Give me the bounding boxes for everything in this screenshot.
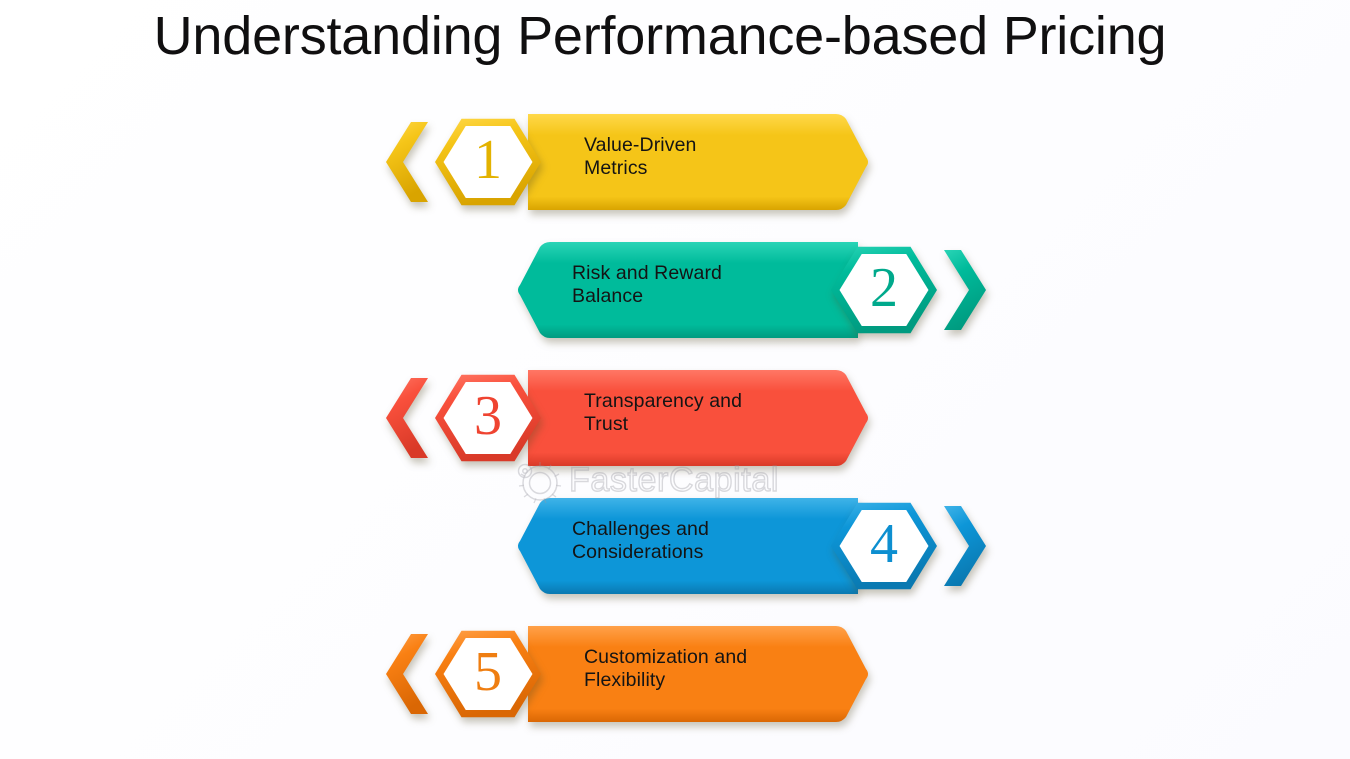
step-label: Customization and Flexibility [584, 646, 748, 691]
step-number-badge: 5 [434, 620, 542, 728]
step-label: Risk and Reward Balance [572, 262, 722, 307]
step-number-badge: 4 [830, 492, 938, 600]
step-banner [528, 626, 870, 722]
process-step-4[interactable]: 4 Challenges and Considerations [516, 492, 1000, 600]
step-label: Challenges and Considerations [572, 518, 709, 563]
page-title: Understanding Performance-based Pricing [153, 6, 1167, 66]
step-number-badge: 1 [434, 108, 542, 216]
step-banner [516, 498, 858, 594]
step-banner [528, 370, 870, 466]
step-banner [516, 242, 858, 338]
process-step-5[interactable]: 5 Customization and Flexibility [386, 620, 870, 728]
process-step-1[interactable]: 1 Value-Driven Metrics [386, 108, 870, 216]
step-number-badge: 3 [434, 364, 542, 472]
step-banner [528, 114, 870, 210]
step-label: Value-Driven Metrics [584, 134, 697, 179]
process-step-2[interactable]: 2 Risk and Reward Balance [516, 236, 1000, 344]
step-number-badge: 2 [830, 236, 938, 344]
process-step-3[interactable]: 3 Transparency and Trust [386, 364, 870, 472]
chevron-left-icon [386, 634, 428, 714]
chevron-right-icon [944, 250, 986, 330]
chevron-left-icon [386, 122, 428, 202]
chevron-right-icon [944, 506, 986, 586]
step-label: Transparency and Trust [584, 390, 743, 435]
chevron-left-icon [386, 378, 428, 458]
